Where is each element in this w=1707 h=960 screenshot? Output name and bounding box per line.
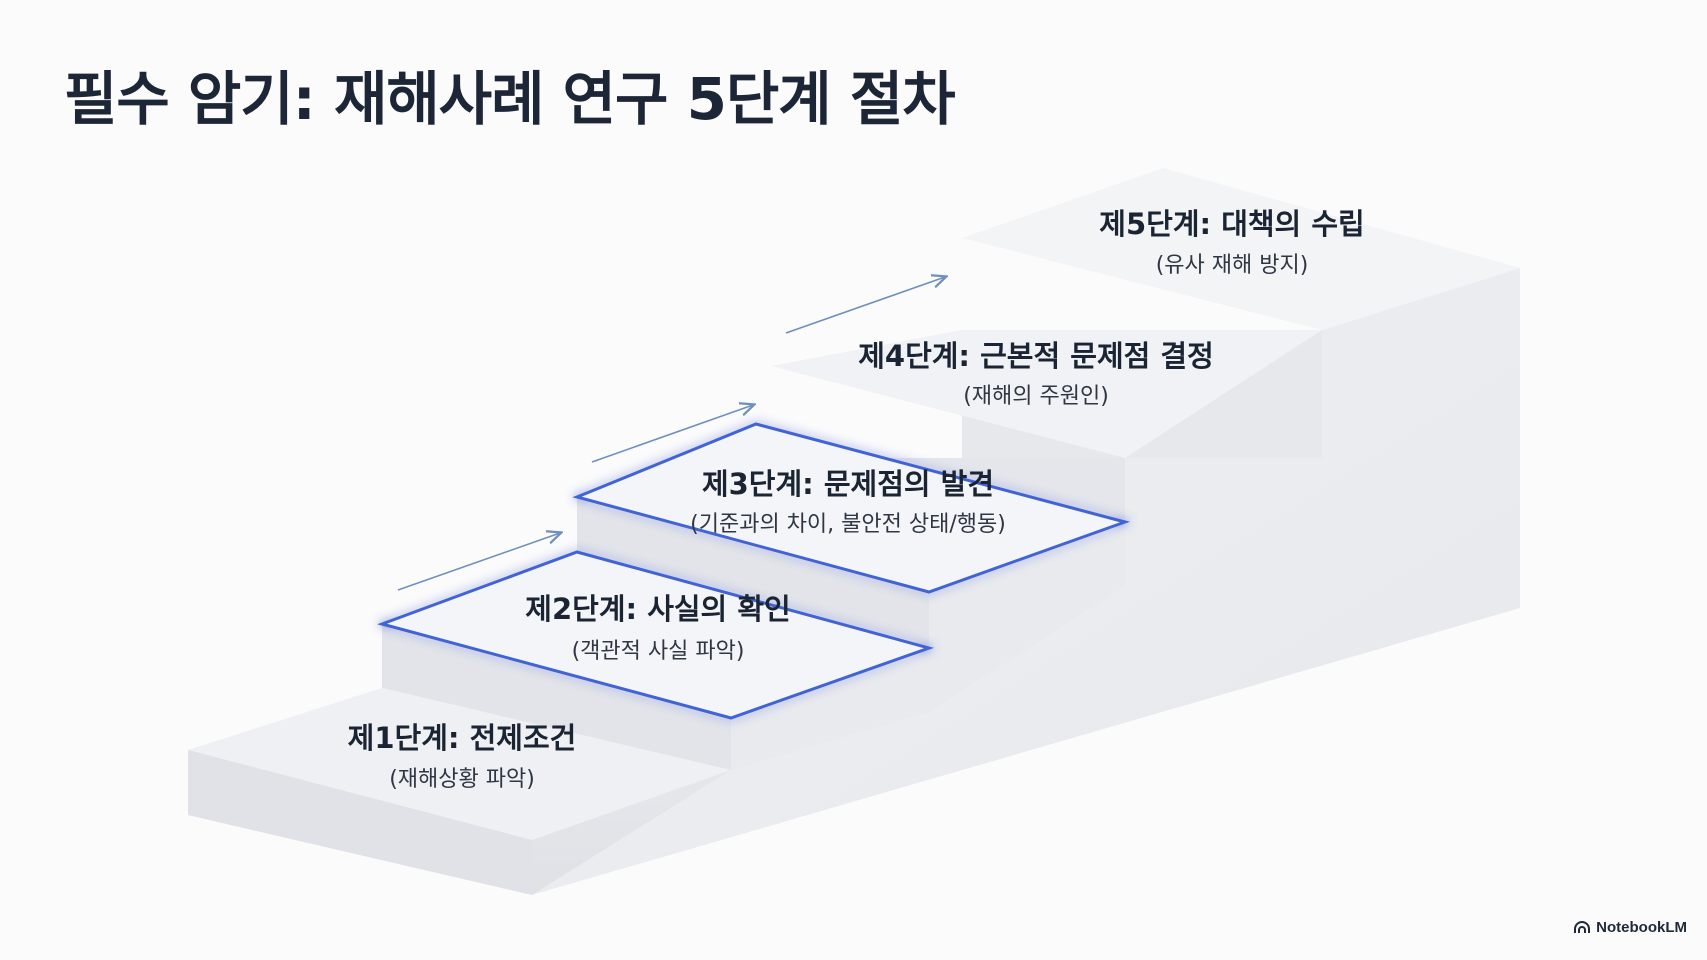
step-2-side (731, 648, 929, 770)
step-2-title: 제2단계: 사실의 확인 (525, 592, 790, 626)
notebooklm-logo-icon (1574, 921, 1591, 933)
step-2-riser (382, 624, 731, 770)
step-5-title: 제5단계: 대책의 수립 (1099, 207, 1364, 241)
step-3-tread-highlight (572, 422, 1131, 594)
step-5-tread (962, 168, 1520, 330)
step-2-subtitle: (객관적 사실 파악) (572, 639, 745, 664)
brand-label: NotebookLM (1596, 919, 1687, 936)
step-4-subtitle: (재해의 주원인) (963, 384, 1109, 409)
step-4-title: 제4단계: 근본적 문제점 결정 (858, 339, 1214, 373)
step-3-side (929, 522, 1125, 712)
step-2-tread-highlight (377, 550, 935, 720)
progress-arrow-1-to-2 (397, 533, 560, 591)
progress-arrow-3-to-4 (785, 277, 945, 334)
step-1-front (188, 750, 532, 895)
step-3-subtitle: (기준과의 차이, 불안전 상태/행동) (690, 512, 1006, 537)
step-5-subtitle: (유사 재해 방지) (1156, 253, 1309, 278)
step-4-tread (771, 330, 1322, 458)
page-title: 필수 암기: 재해사례 연구 5단계 절차 (64, 65, 956, 133)
step-1-title: 제1단계: 전제조건 (348, 721, 577, 755)
step-2: 제2단계: 사실의 확인 (객관적 사실 파악) (377, 550, 935, 770)
progress-arrow-2-to-3 (591, 405, 753, 463)
step-1-tread (188, 688, 731, 840)
brand-watermark: NotebookLM (1574, 919, 1687, 936)
step-3-title: 제3단계: 문제점의 발견 (702, 467, 994, 501)
step-1: 제1단계: 전제조건 (재해상황 파악) (188, 688, 731, 895)
step-1-subtitle: (재해상황 파악) (389, 767, 535, 792)
